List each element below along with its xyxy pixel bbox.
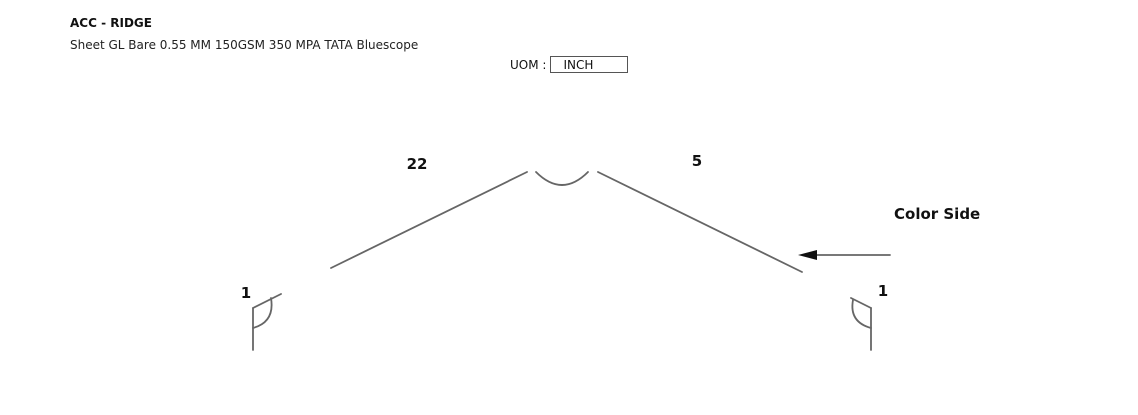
right-hem-flange [850,297,872,309]
dimension-label-right-slope: 5 [692,152,702,170]
color-side-label: Color Side [894,205,980,223]
material-description: Sheet GL Bare 0.55 MM 150GSM 350 MPA TAT… [70,38,419,52]
color-side-arrowhead [798,250,817,260]
left-slope-line [330,171,528,269]
left-hem-angle-arc [252,297,273,329]
right-hem-angle-arc [851,299,872,329]
dimension-label-right-hem: 1 [878,282,888,300]
right-slope-line [597,171,803,273]
profile-title: ACC - RIDGE [70,16,152,30]
ridge-apex-arc [535,171,589,186]
uom-select[interactable]: INCH [550,56,629,73]
uom-label: UOM : [510,57,547,72]
left-hem-flange [252,293,282,309]
dimension-label-left-slope: 22 [407,155,428,173]
uom-control: UOM : INCH [510,56,629,73]
dimension-label-left-hem: 1 [241,284,251,302]
